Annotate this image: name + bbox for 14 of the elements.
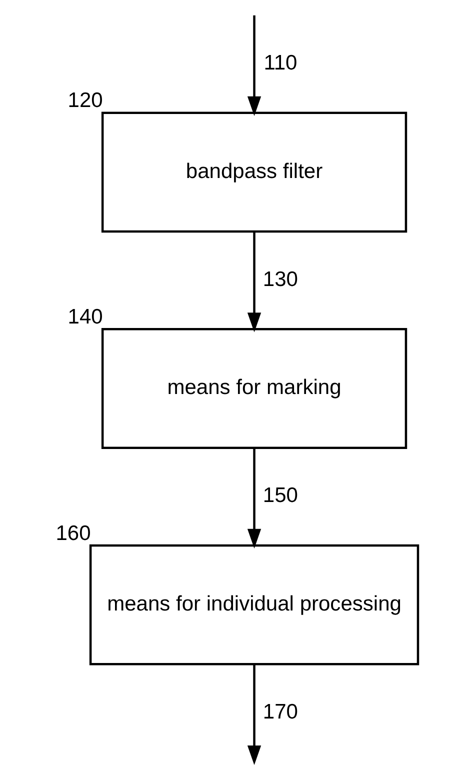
arrow bbox=[247, 448, 262, 548]
edge-label: 130 bbox=[262, 268, 298, 291]
node-box: means for marking bbox=[101, 328, 408, 449]
node-label: 120 bbox=[68, 89, 103, 112]
edge-label: 150 bbox=[262, 484, 298, 508]
node-box: bandpass filter bbox=[101, 112, 408, 233]
arrow bbox=[247, 664, 262, 766]
edge-label: 170 bbox=[262, 700, 298, 724]
edge-label: 110 bbox=[264, 52, 298, 75]
node-label: 140 bbox=[68, 305, 103, 328]
arrow bbox=[247, 232, 262, 332]
arrow bbox=[247, 15, 262, 116]
node-box: means for individual processing bbox=[89, 544, 420, 666]
node-label: 160 bbox=[56, 522, 91, 545]
